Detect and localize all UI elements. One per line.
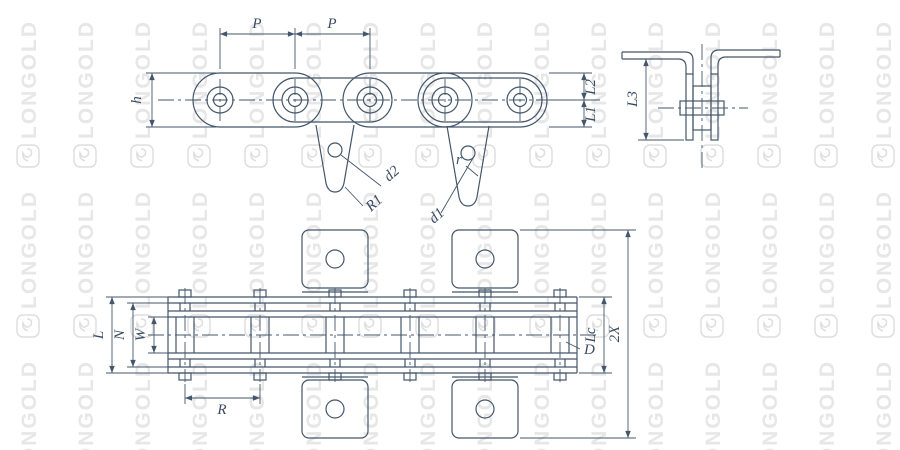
dim-r [184, 384, 261, 404]
side-lug-left [315, 124, 355, 193]
dim-widths [106, 296, 168, 374]
dim-label-plate-height: h [129, 96, 145, 104]
side-view: P P h L2 L1 d2 R1 [129, 16, 600, 227]
drawing-lines: P P h L2 L1 d2 R1 [91, 16, 781, 439]
leader-d2 [340, 154, 382, 187]
dim-label-r: r [456, 152, 462, 168]
dim-label-w: W [133, 327, 149, 341]
dim-2x [520, 229, 636, 439]
dim-label-l2: L2 [583, 79, 599, 96]
dim-plate-height [146, 72, 216, 128]
dim-label-pitch-right: P [326, 16, 336, 32]
dim-label-roller-dia: D [583, 342, 595, 358]
leader-r1 [344, 186, 364, 207]
leader-r [465, 165, 479, 177]
dim-label-l1: L1 [583, 106, 599, 123]
dim-l3 [638, 59, 684, 141]
dim-label-2x: 2X [607, 325, 623, 343]
dim-label-l: L [91, 331, 107, 340]
leader-d1 [440, 157, 474, 214]
dim-label-lug-offset: R [216, 402, 226, 418]
leader-d [565, 341, 581, 350]
end-view: L3 [621, 44, 781, 168]
dim-label-n: N [112, 329, 128, 341]
dim-pitch [219, 28, 371, 69]
dim-label-lc: Lc [583, 327, 599, 343]
plan-view: L N W R D Lc [91, 229, 636, 439]
dim-lc [579, 296, 612, 374]
dim-label-l3: L3 [625, 91, 641, 108]
dim-pin-lengths [549, 72, 592, 128]
dim-label-pitch-left: P [251, 16, 261, 32]
side-lug-right [446, 125, 490, 207]
